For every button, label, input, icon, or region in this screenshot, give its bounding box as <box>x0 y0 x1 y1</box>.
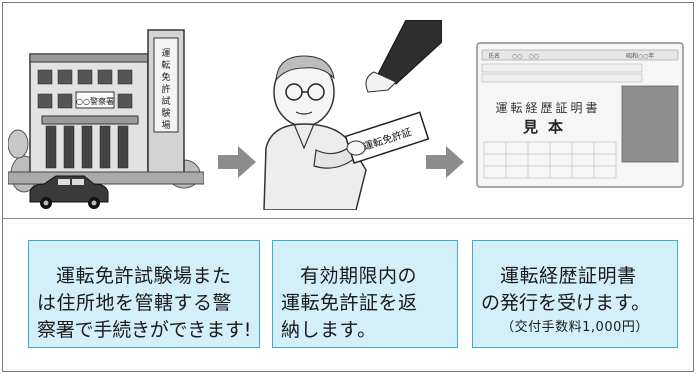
driving-history-certificate-icon: 氏名 ○○ ○○ 昭和○○年 運転経歴証明書 見本 <box>476 42 684 188</box>
svg-text:許: 許 <box>161 83 170 95</box>
step-box-3: 運転経歴証明書 の発行を受けます。 （交付手数料1,000円） <box>472 240 678 348</box>
svg-text:氏名 ○○ ○○: 氏名 ○○ ○○ <box>488 52 539 60</box>
return-license-illustration: 運転免許証 <box>256 20 442 210</box>
svg-text:昭和○○年: 昭和○○年 <box>626 52 654 60</box>
step-3-line-2: の発行を受けます。 <box>481 292 651 314</box>
flow-arrow-icon <box>426 146 466 178</box>
license-return-icon: 運転免許証 <box>263 20 442 210</box>
section-divider <box>2 218 694 219</box>
station-sign-text: ○○警察署 <box>76 96 114 106</box>
step-1-line-1: 運転免許試験場また <box>56 265 232 287</box>
police-station-icon: 運 転 免 許 試 験 場 ○○警察署 <box>8 29 204 209</box>
svg-text:場: 場 <box>161 119 170 131</box>
sample-mark: 見本 <box>522 118 573 136</box>
step-1-line-2: は住所地を管轄する警 <box>37 292 233 314</box>
vertical-sign-text: 運 <box>161 48 170 59</box>
step-box-1: 運転免許試験場また は住所地を管轄する警 察署で手続きができます! <box>28 240 260 348</box>
step-3-line-1: 運転経歴証明書 <box>500 265 637 287</box>
flow-arrow-icon <box>218 146 258 178</box>
step-box-2: 有効期限内の 運転免許証を返 納します。 <box>272 240 458 348</box>
svg-text:転: 転 <box>161 60 170 71</box>
step-2-line-1: 有効期限内の <box>300 265 418 287</box>
certificate-title: 運転経歴証明書 <box>495 101 600 115</box>
step-2-line-2: 運転免許証を返 <box>281 292 418 314</box>
svg-text:験: 験 <box>161 107 170 119</box>
step-1-line-3: 察署で手続きができます! <box>37 319 252 341</box>
svg-text:試: 試 <box>161 95 170 107</box>
svg-text:免: 免 <box>161 71 170 83</box>
police-station-illustration: 運 転 免 許 試 験 場 ○○警察署 <box>8 24 204 210</box>
fee-note: （交付手数料1,000円） <box>501 320 649 335</box>
certificate-illustration: 氏名 ○○ ○○ 昭和○○年 運転経歴証明書 見本 <box>476 42 684 190</box>
step-2-line-3: 納します。 <box>281 319 377 341</box>
